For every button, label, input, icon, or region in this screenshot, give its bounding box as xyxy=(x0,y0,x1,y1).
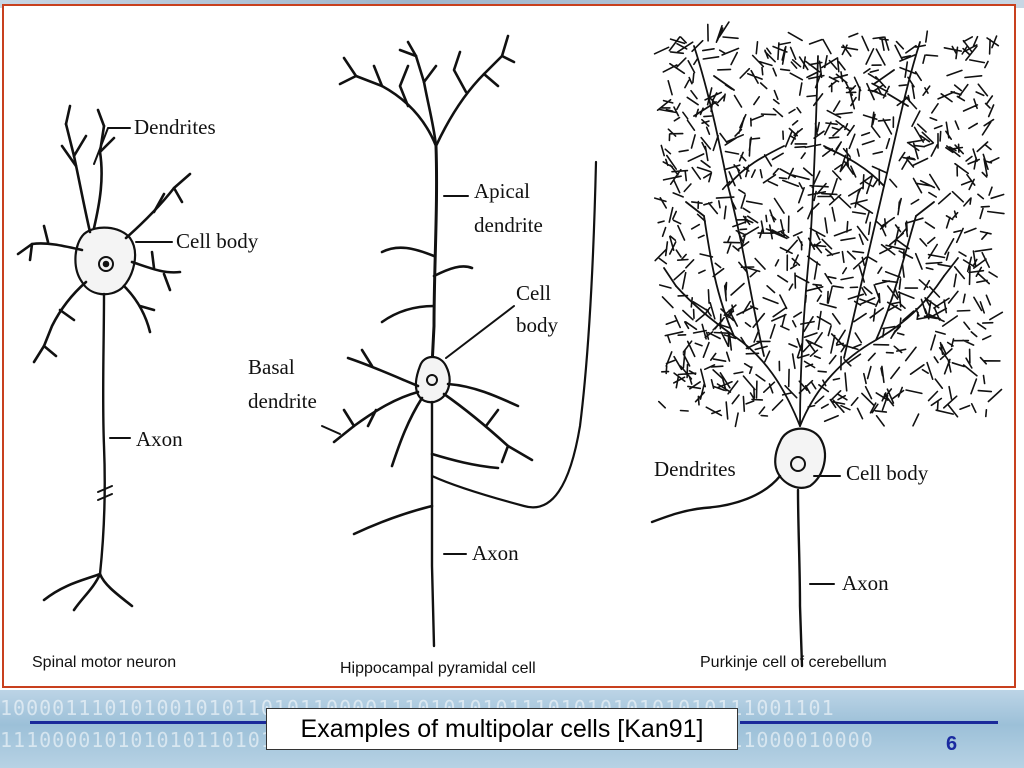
label-basal-dendrite-line1: Basal xyxy=(248,355,295,379)
footer-line-right xyxy=(740,721,998,724)
label-basal-dendrite-line2: dendrite xyxy=(248,389,317,413)
spinal-leader-lines xyxy=(93,127,173,439)
caption-purkinje-cell: Purkinje cell of cerebellum xyxy=(700,654,887,671)
hippocampal-leader-lines xyxy=(321,195,515,555)
purkinje-cell-body-drawing xyxy=(650,427,827,668)
purkinje-dense-branches xyxy=(653,21,1005,428)
label-apical-dendrite-line1: Apical xyxy=(474,179,530,203)
label-axon-hippocampal: Axon xyxy=(472,541,519,565)
label-apical-dendrite-line2: dendrite xyxy=(474,213,543,237)
label-cell-body-hippocampal-line2: body xyxy=(516,313,558,337)
caption-spinal-motor-neuron: Spinal motor neuron xyxy=(32,654,177,671)
caption-hippocampal-pyramidal-cell: Hippocampal pyramidal cell xyxy=(340,660,536,677)
label-cell-body-hippocampal-line1: Cell xyxy=(516,281,551,305)
label-axon-spinal: Axon xyxy=(136,427,183,451)
slide-title: Examples of multipolar cells [Kan91] xyxy=(266,708,738,750)
footer-line-left xyxy=(30,721,268,724)
label-axon-purkinje: Axon xyxy=(842,571,889,595)
label-cell-body-purkinje: Cell body xyxy=(846,461,929,485)
label-dendrites-spinal: Dendrites xyxy=(134,115,216,139)
hippocampal-pyramidal-drawing xyxy=(332,34,598,648)
purkinje-dense-branch-strokes xyxy=(653,21,1005,428)
neuron-illustrations xyxy=(16,21,1005,668)
purkinje-leader-lines xyxy=(809,475,841,585)
slide-content-frame: Dendrites Cell body Axon Apical dendrite… xyxy=(2,4,1016,688)
spinal-motor-neuron-drawing xyxy=(16,104,192,612)
label-cell-body-spinal: Cell body xyxy=(176,229,259,253)
page-number: 6 xyxy=(946,733,958,755)
label-dendrites-purkinje: Dendrites xyxy=(654,457,736,481)
